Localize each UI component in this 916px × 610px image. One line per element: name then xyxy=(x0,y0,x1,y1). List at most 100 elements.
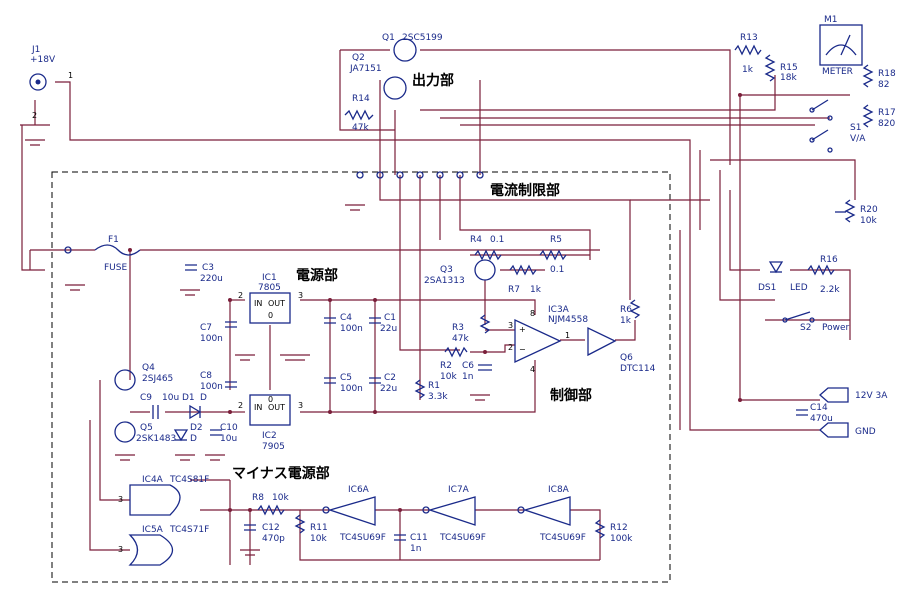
svg-text:+: + xyxy=(519,325,526,334)
s1-ref: S1 xyxy=(850,123,861,133)
r11-value: 10k xyxy=(310,534,327,544)
r20-ref: R20 xyxy=(860,205,878,215)
r8-value: 10k xyxy=(272,493,289,503)
c14-capacitor: C14 470u xyxy=(796,403,833,424)
r17-resistor: R17 820 xyxy=(862,104,896,129)
c10-value: 10u xyxy=(220,434,237,444)
terminal-12v-label: 12V 3A xyxy=(855,391,888,401)
r20-potentiometer: R20 10k xyxy=(835,199,878,226)
q4-mosfet: Q4 2SJ465 xyxy=(114,363,173,391)
terminal-gnd: GND xyxy=(819,422,876,438)
c2-ref: C2 xyxy=(384,373,396,383)
board-outline xyxy=(51,171,671,583)
q6-transistor: Q6 DTC114 xyxy=(587,326,656,374)
r5-value: 0.1 xyxy=(550,265,564,275)
c1-value: 22u xyxy=(380,324,397,334)
junctions xyxy=(128,93,742,512)
wires xyxy=(20,49,856,565)
c7-value: 100n xyxy=(200,334,223,344)
svg-text:3: 3 xyxy=(298,401,303,410)
r12-value: 100k xyxy=(610,534,633,544)
ic8a-inverter: IC8A TC4SU69F xyxy=(517,485,586,543)
r15-ref: R15 xyxy=(780,63,798,73)
ic2-pin-gnd: 0 xyxy=(268,395,273,404)
s2-switch: S2 Power xyxy=(782,311,850,333)
ic1-pin-in: IN xyxy=(254,299,262,308)
q6-ref: Q6 xyxy=(620,353,633,363)
d1-ref: D1 xyxy=(182,393,195,403)
c14-ref: C14 xyxy=(810,403,828,413)
connector-row xyxy=(356,171,484,179)
c2-value: 22u xyxy=(380,384,397,394)
c12-capacitor: C12 470p xyxy=(244,523,285,544)
section-power: 電源部 xyxy=(296,267,338,284)
svg-text:4: 4 xyxy=(530,365,535,374)
m1-value: METER xyxy=(822,67,853,77)
svg-text:2: 2 xyxy=(508,343,513,352)
ds1-value: LED xyxy=(790,283,808,293)
c4-ref: C4 xyxy=(340,313,352,323)
r16-ref: R16 xyxy=(820,255,838,265)
ic5a-gate: IC5A TC4S71F 3 xyxy=(118,525,209,566)
c8-ref: C8 xyxy=(200,371,212,381)
r3-ref: R3 xyxy=(452,323,464,333)
terminal-gnd-label: GND xyxy=(855,427,876,437)
r1-resistor: R1 3.3k xyxy=(414,379,448,402)
q3-value: 2SA1313 xyxy=(424,276,465,286)
r11-resistor: R11 10k xyxy=(294,514,328,544)
r15-resistor: R15 18k xyxy=(764,54,798,83)
c8-capacitor: C8 100n xyxy=(200,371,237,392)
r14-resistor: R14 47k xyxy=(344,94,374,133)
ic8a-ref: IC8A xyxy=(548,485,570,495)
d2-diode: D2 D xyxy=(173,423,203,444)
c7-capacitor: C7 100n xyxy=(200,321,237,344)
ic2-pin-in: IN xyxy=(254,403,262,412)
r18-resistor: R18 82 xyxy=(862,64,896,90)
r4-value: 0.1 xyxy=(490,235,504,245)
s2-value: Power xyxy=(822,323,850,333)
section-current-limit: 電流制限部 xyxy=(490,182,560,199)
ds1-ref: DS1 xyxy=(758,283,776,293)
ds1-led: DS1 LED xyxy=(758,261,808,293)
s2-ref: S2 xyxy=(800,323,811,333)
section-control: 制御部 xyxy=(550,387,592,404)
r20-value: 10k xyxy=(860,216,877,226)
ic6a-value: TC4SU69F xyxy=(339,533,386,543)
c11-value: 1n xyxy=(410,544,421,554)
r12-ref: R12 xyxy=(610,523,628,533)
q5-ref: Q5 xyxy=(140,423,153,433)
f1-ref: F1 xyxy=(108,235,119,245)
c5-value: 100n xyxy=(340,384,363,394)
d1-diode: D1 D xyxy=(182,393,207,420)
c9-value: 10u xyxy=(162,393,179,403)
c3-capacitor: C3 220u xyxy=(185,263,223,284)
c11-ref: C11 xyxy=(410,533,428,543)
q1-ref: Q1 xyxy=(382,33,395,43)
svg-text:3: 3 xyxy=(298,291,303,300)
r5-ref: R5 xyxy=(550,235,562,245)
ic5a-value: TC4S71F xyxy=(169,525,209,535)
q5-value: 2SK1483 xyxy=(136,434,176,444)
section-output: 出力部 xyxy=(412,72,454,89)
ic8a-value: TC4SU69F xyxy=(539,533,586,543)
r11-ref: R11 xyxy=(310,523,328,533)
q1-value: 2SC5199 xyxy=(402,33,443,43)
r8-resistor: R8 10k xyxy=(252,493,289,516)
c6-value: 1n xyxy=(462,372,473,382)
j1-value: +18V xyxy=(30,55,56,65)
r18-ref: R18 xyxy=(878,69,896,79)
r1-ref: R1 xyxy=(428,381,440,391)
r13-value: 1k xyxy=(742,65,754,75)
ic4a-gate: IC4A TC4S81F 3 xyxy=(118,475,209,516)
c11-capacitor: C11 1n xyxy=(394,533,428,554)
c2-capacitor: C2 22u xyxy=(369,373,397,394)
r14-value: 47k xyxy=(352,123,369,133)
ic2-value: 7905 xyxy=(262,442,285,452)
ic1-pin-out: OUT xyxy=(268,299,285,308)
svg-text:2: 2 xyxy=(238,401,243,410)
ground-symbols xyxy=(25,139,490,556)
q4-ref: Q4 xyxy=(142,363,155,373)
c12-ref: C12 xyxy=(262,523,280,533)
c12-value: 470p xyxy=(262,534,285,544)
